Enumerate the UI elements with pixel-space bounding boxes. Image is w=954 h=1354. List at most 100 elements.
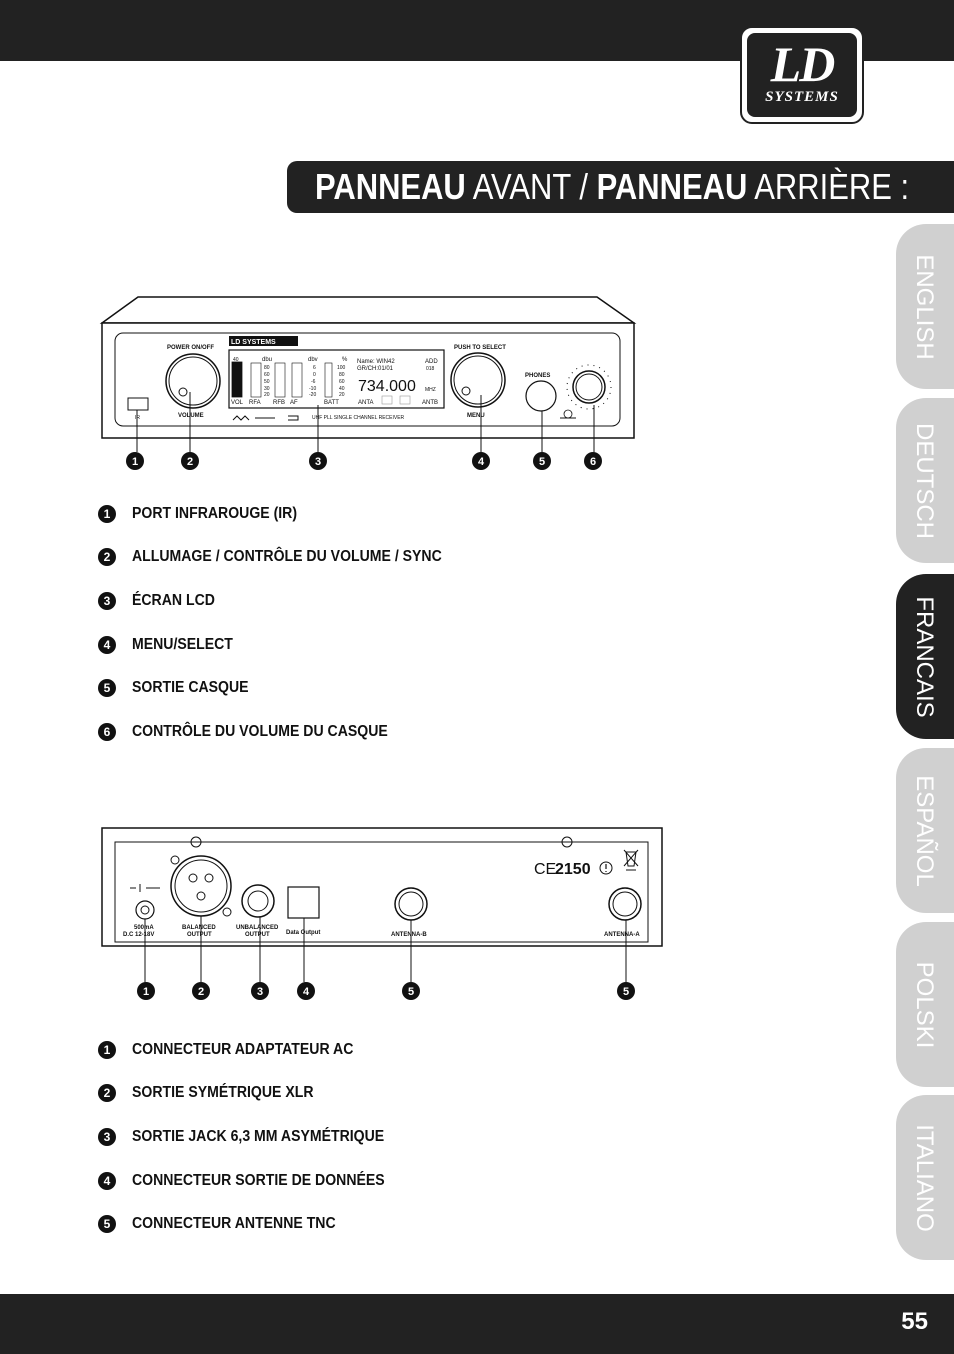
item-number: 2 [98,1084,116,1102]
callout-marker [309,452,327,470]
callout-marker [297,982,315,1000]
item-text: SORTIE SYMÉTRIQUE XLR [132,1084,314,1101]
svg-text:ANTENNA-A: ANTENNA-A [604,932,640,938]
volume-knob [165,353,221,409]
ce-mark: CE [534,861,556,878]
svg-text:Name: WIN42: Name: WIN42 [357,359,395,365]
svg-text:dbu: dbu [262,357,272,363]
menu-label: MENU [467,413,485,419]
callout-label: 3 [315,456,321,468]
lcd-frequency: 734.000 [358,378,416,395]
svg-text:ADD: ADD [425,359,438,365]
callout-label: 5 [539,456,545,468]
svg-text:60: 60 [339,379,345,385]
svg-text:0: 0 [313,372,316,378]
front-panel: IR POWER ON/OFF VOLUME LD SYSTEMS 40 dbu… [99,296,637,452]
callout-label: 1 [143,986,149,998]
callout-marker [181,452,199,470]
list-item: 4 MENU/SELECT [98,636,247,654]
callout-label: 3 [257,986,263,998]
svg-text:D.C 12-18V: D.C 12-18V [123,932,154,938]
page-title: PANNEAU AVANT / PANNEAU ARRIÈRE : [315,166,910,207]
item-text: SORTIE CASQUE [132,679,249,696]
ir-label: IR [135,415,140,421]
callout-marker [533,452,551,470]
item-number: 4 [98,636,116,654]
power-label: POWER ON/OFF [167,345,214,351]
item-text: PORT INFRAROUGE (IR) [132,505,298,522]
callout-label: 2 [187,456,193,468]
svg-text:RFB: RFB [273,400,285,406]
item-text: CONNECTEUR ANTENNE TNC [132,1215,336,1232]
svg-text:AF: AF [290,400,298,406]
weee-bin-icon [623,849,639,871]
callout-marker [137,982,155,1000]
svg-text:Data Output: Data Output [286,930,320,936]
phones-label: PHONES [525,373,550,379]
callout-label: 1 [132,456,138,468]
list-item: 5 CONNECTEUR ANTENNE TNC [98,1215,363,1233]
tab-english[interactable]: ENGLISH [896,224,954,389]
svg-text:20: 20 [339,392,345,398]
jack-connector [241,884,275,918]
callout-label: 5 [623,986,629,998]
bottom-bar [0,1294,954,1354]
callout-marker [192,982,210,1000]
ce-number: 2150 [555,861,591,878]
svg-text:%: % [342,357,348,363]
item-text: CONTRÔLE DU VOLUME DU CASQUE [132,723,388,740]
tab-francais[interactable]: FRANCAIS [896,574,954,739]
svg-text:80: 80 [339,372,345,378]
tab-espanol[interactable]: ESPAÑOL [896,748,954,913]
svg-text:30: 30 [264,386,270,392]
svg-text:20: 20 [264,392,270,398]
callout-marker [617,982,635,1000]
callout-label: 6 [590,456,596,468]
tab-polski[interactable]: POLSKI [896,922,954,1087]
title-bar: PANNEAU AVANT / PANNEAU ARRIÈRE : [287,161,954,213]
svg-text:018: 018 [426,366,435,372]
page-number: 55 [901,1308,928,1335]
svg-text:50: 50 [264,379,270,385]
svg-text:ANTA: ANTA [358,400,374,406]
svg-text:VOL: VOL [231,400,244,406]
phones-jack [525,380,557,412]
volume-label: VOLUME [178,413,204,419]
svg-text:-6: -6 [311,379,316,385]
item-number: 3 [98,592,116,610]
ir-port [127,397,149,411]
tab-deutsch[interactable]: DEUTSCH [896,398,954,563]
svg-text:ANTB: ANTB [422,400,438,406]
callout-label: 2 [198,986,204,998]
lcd-screen [228,349,445,409]
callout-marker [251,982,269,1000]
brand-badge: LD SYSTEMS [231,339,276,346]
svg-text:RFA: RFA [249,400,261,406]
item-text: SORTIE JACK 6,3 MM ASYMÉTRIQUE [132,1128,385,1145]
item-text: MENU/SELECT [132,636,233,653]
callout-label: 4 [303,986,310,998]
svg-text:40: 40 [339,386,345,392]
front-callouts: 1 2 3 4 5 6 [126,452,602,470]
item-text: CONNECTEUR SORTIE DE DONNÉES [132,1172,385,1189]
svg-text:OUTPUT: OUTPUT [187,932,212,938]
callout-marker [584,452,602,470]
ld-systems-logo: LD SYSTEMS [740,26,864,124]
antenna-a-connector [608,887,642,921]
alert-icon [599,861,613,875]
svg-text:40: 40 [233,357,239,363]
item-number: 5 [98,1215,116,1233]
tab-italiano[interactable]: ITALIANO [896,1095,954,1260]
model-text: UHF PLL SINGLE CHANNEL RECEIVER [312,415,405,421]
svg-text:BATT: BATT [324,400,339,406]
callout-label: 4 [478,456,485,468]
menu-knob [450,352,506,408]
svg-text:-10: -10 [309,386,316,392]
item-number: 1 [98,1041,116,1059]
